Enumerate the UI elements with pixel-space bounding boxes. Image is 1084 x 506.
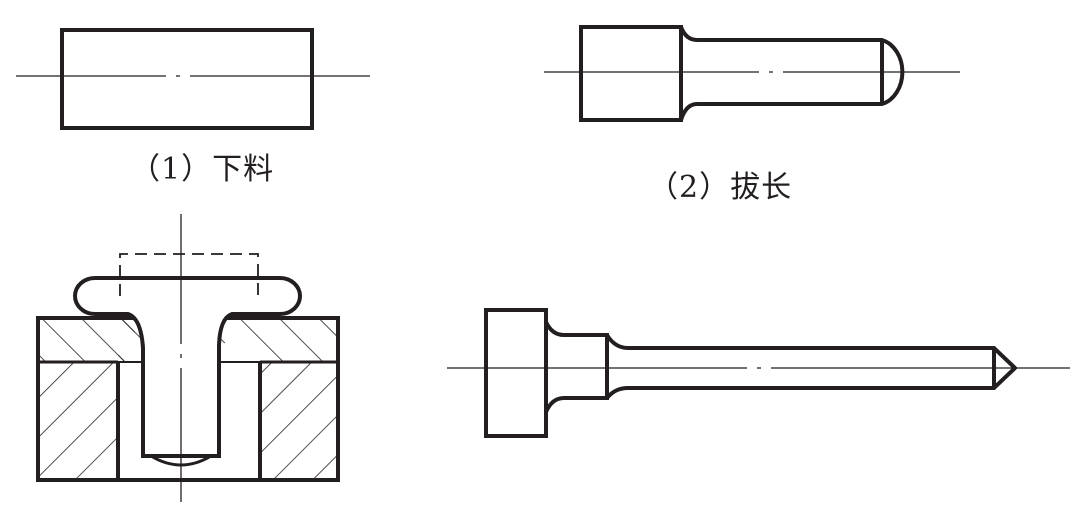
step1-blank-bar (16, 28, 370, 130)
step1-caption: （1）下料 (130, 152, 275, 187)
step2-caption: （2）拔长 (648, 170, 793, 205)
step3-upsetting-die (36, 214, 340, 502)
step2-drawn-stock (544, 25, 960, 122)
step4-finished-part (447, 308, 1070, 438)
